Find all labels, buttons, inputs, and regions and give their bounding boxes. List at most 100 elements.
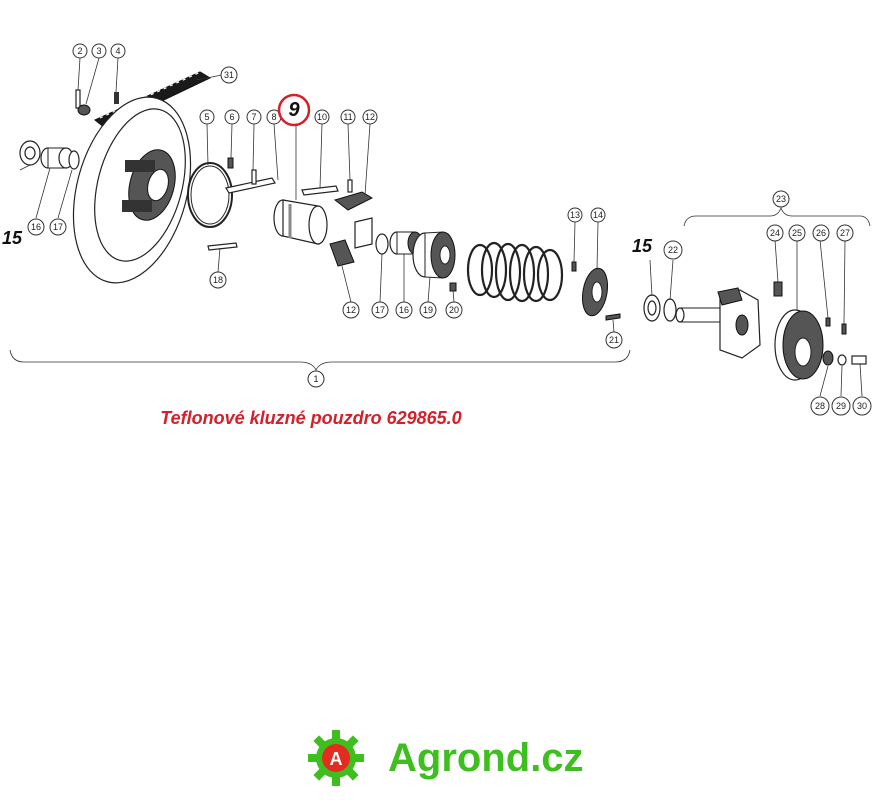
svg-text:27: 27 <box>840 228 850 238</box>
o-ring-17 <box>375 233 389 255</box>
pin-11 <box>347 179 353 193</box>
snap-ring-5 <box>187 162 233 228</box>
svg-text:17: 17 <box>53 222 63 232</box>
callout-6: 6 <box>224 109 240 125</box>
svg-text:6: 6 <box>229 112 234 122</box>
washer-15-left <box>19 140 41 166</box>
callout-19: 19 <box>419 301 437 319</box>
callout-31: 31 <box>220 66 238 84</box>
screw-20 <box>449 282 457 292</box>
svg-text:16: 16 <box>31 222 41 232</box>
svg-text:30: 30 <box>857 401 867 411</box>
o-ring-22 <box>663 298 677 322</box>
pins-26-27 <box>825 317 847 335</box>
svg-text:3: 3 <box>96 46 101 56</box>
callout-12-top: 12 <box>362 109 378 125</box>
screw-13 <box>571 261 577 272</box>
gear-emblem-icon: A <box>308 730 364 786</box>
svg-text:A: A <box>330 749 343 769</box>
svg-text:12: 12 <box>365 112 375 122</box>
svg-text:8: 8 <box>271 112 276 122</box>
brand-name: Agrond.cz <box>388 735 584 780</box>
svg-text:23: 23 <box>776 194 786 204</box>
callout-10: 10 <box>314 109 330 125</box>
callout-3: 3 <box>91 43 107 59</box>
callout-18: 18 <box>209 271 227 289</box>
callout-29: 29 <box>831 396 851 416</box>
key-10 <box>301 185 339 196</box>
screw-21 <box>605 313 621 321</box>
callout-27: 27 <box>836 224 854 242</box>
svg-text:26: 26 <box>816 228 826 238</box>
svg-text:20: 20 <box>449 305 459 315</box>
svg-text:9: 9 <box>288 99 300 121</box>
cam-disc-25 <box>774 309 824 381</box>
callout-26: 26 <box>812 224 830 242</box>
bracket-23 <box>683 206 871 227</box>
callout-25: 25 <box>788 224 806 242</box>
hub-19 <box>412 231 456 279</box>
screw-2-3-4 <box>75 89 119 116</box>
svg-text:4: 4 <box>115 46 120 56</box>
callout-22: 22 <box>663 240 683 260</box>
washers-28-29-30 <box>822 350 867 366</box>
svg-text:1: 1 <box>313 374 318 384</box>
compression-spring <box>466 241 564 303</box>
cam-shaft <box>675 287 761 359</box>
callout-17: 17 <box>371 301 389 319</box>
svg-text:21: 21 <box>609 335 619 345</box>
callout-1: 1 <box>307 370 325 388</box>
callout-12-bottom: 12 <box>342 301 360 319</box>
sliding-shoes-12 <box>329 191 374 267</box>
svg-text:19: 19 <box>423 305 433 315</box>
callout-5: 5 <box>199 109 215 125</box>
callout-23: 23 <box>772 190 790 208</box>
keys-7-8 <box>225 157 276 194</box>
washer-15-right <box>643 294 661 322</box>
svg-text:13: 13 <box>570 210 580 220</box>
screw-24 <box>773 281 783 297</box>
svg-text:22: 22 <box>668 245 678 255</box>
callout-17-left: 17 <box>49 218 67 236</box>
callout-13: 13 <box>567 207 583 223</box>
callout-7: 7 <box>246 109 262 125</box>
o-ring-17-left <box>68 150 80 170</box>
callout-14: 14 <box>590 207 606 223</box>
callout-28: 28 <box>810 396 830 416</box>
part-caption: Teflonové kluzné pouzdro 629865.0 <box>160 408 462 428</box>
svg-text:11: 11 <box>343 112 352 122</box>
spring-plate-14 <box>581 267 609 317</box>
callout-21: 21 <box>605 331 623 349</box>
svg-text:10: 10 <box>317 112 327 122</box>
callout-20: 20 <box>445 301 463 319</box>
callout-8: 8 <box>266 109 282 125</box>
bracket-1 <box>9 349 631 371</box>
svg-text:29: 29 <box>836 401 846 411</box>
svg-text:2: 2 <box>77 46 82 56</box>
callout-16-left: 16 <box>27 218 45 236</box>
svg-text:7: 7 <box>251 112 256 122</box>
label-15-right: 15 <box>632 236 653 256</box>
svg-text:16: 16 <box>399 305 409 315</box>
leader-lines <box>19 57 863 397</box>
svg-text:17: 17 <box>375 305 385 315</box>
callout-4: 4 <box>110 43 126 59</box>
teflon-sleeve-9 <box>273 199 328 245</box>
label-15-left: 15 <box>2 228 23 248</box>
svg-text:14: 14 <box>593 210 603 220</box>
callout-11: 11 <box>340 109 356 125</box>
svg-text:5: 5 <box>204 112 209 122</box>
pin-18 <box>207 242 238 251</box>
variator-pulley <box>72 96 192 284</box>
callout-30: 30 <box>852 396 872 416</box>
brand-logo[interactable]: A Agrond.cz <box>306 728 584 788</box>
svg-text:12: 12 <box>346 305 356 315</box>
highlight-9: 9 <box>277 93 311 127</box>
bushing-16-left <box>40 147 74 169</box>
svg-text:24: 24 <box>770 228 780 238</box>
callout-2: 2 <box>72 43 88 59</box>
callout-24: 24 <box>766 224 784 242</box>
svg-text:28: 28 <box>815 401 825 411</box>
svg-text:25: 25 <box>792 228 802 238</box>
